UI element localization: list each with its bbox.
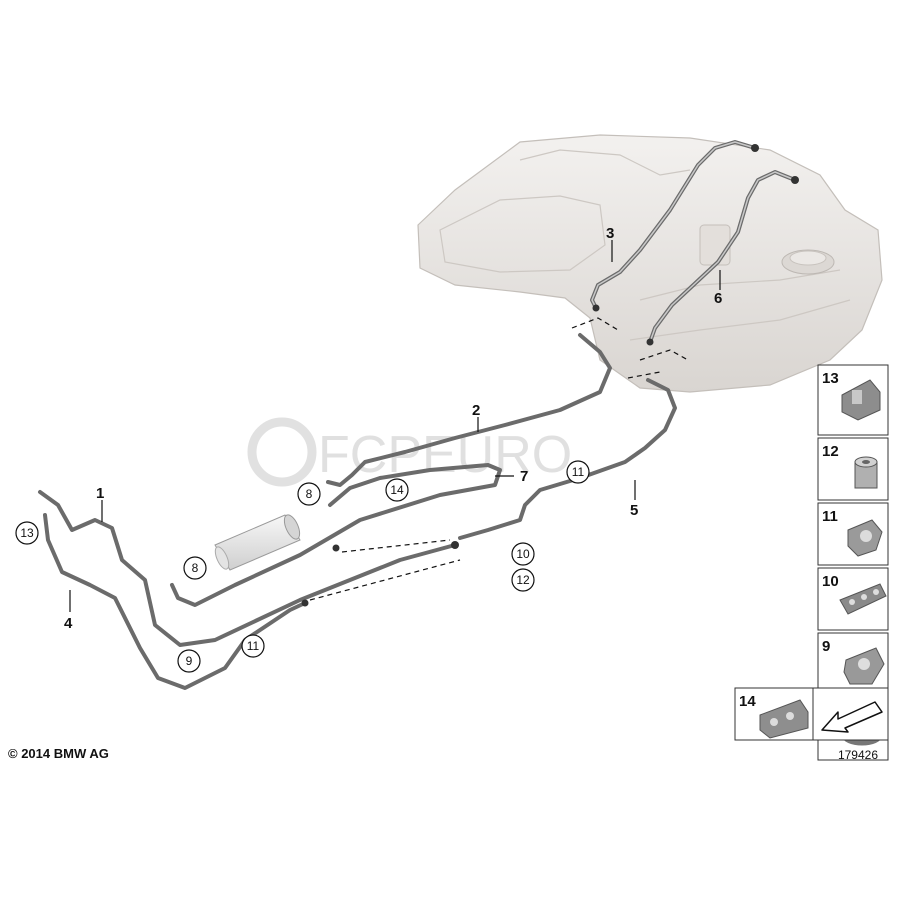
circled-ref-8-lower: 8: [183, 556, 207, 580]
direction-arrow-box: [812, 687, 889, 741]
connection-dashes: [309, 317, 689, 601]
part-cell-14: 14: [734, 687, 814, 741]
watermark: FCPEURO: [247, 417, 572, 487]
callout-6: 6: [714, 290, 722, 307]
nut-icon: [854, 456, 878, 489]
svg-text:14: 14: [739, 693, 756, 710]
arrow-icon: [821, 701, 883, 733]
callout-5: 5: [630, 502, 638, 519]
svg-text:11: 11: [822, 508, 838, 525]
triple-clip-icon: [759, 699, 809, 739]
diagram-id: 179426: [838, 748, 878, 762]
copyright-text: © 2014 BMW AG: [8, 746, 109, 761]
svg-text:9: 9: [822, 638, 830, 655]
fuel-filter: [214, 514, 301, 571]
callout-4: 4: [64, 615, 73, 632]
callout-7: 7: [520, 468, 528, 485]
callout-1: 1: [96, 485, 104, 502]
part-cell-9: 9: [817, 632, 889, 696]
svg-text:12: 12: [516, 573, 530, 587]
svg-text:10: 10: [822, 573, 839, 590]
circled-ref-9: 9: [177, 649, 201, 673]
svg-text:13: 13: [822, 370, 839, 387]
circled-ref-11-upper: 11: [566, 460, 590, 484]
fuel-line-2: [326, 333, 612, 487]
svg-text:9: 9: [186, 654, 193, 668]
callout-3: 3: [606, 225, 614, 242]
fuel-tank: [417, 134, 883, 393]
circled-ref-13: 13: [15, 521, 39, 545]
fuel-line-7: [170, 463, 502, 607]
part-cell-10: 10: [817, 567, 889, 631]
fuel-line-5: [458, 378, 677, 540]
svg-text:11: 11: [572, 465, 585, 479]
callout-2: 2: [472, 402, 480, 419]
watermark-text: FCPEURO: [318, 426, 572, 484]
circled-ref-8-upper: 8: [297, 482, 321, 506]
part-cell-12: 12: [817, 437, 889, 501]
part-cell-11: 11: [817, 502, 889, 566]
circled-ref-14: 14: [385, 478, 409, 502]
leader-lines: [69, 240, 721, 612]
svg-text:11: 11: [247, 639, 260, 653]
svg-text:8: 8: [306, 487, 313, 501]
circled-refs: 13 14 8 8 11 10 12 9: [15, 460, 590, 673]
fuel-line-1: [38, 490, 457, 647]
circled-ref-10: 10: [511, 542, 535, 566]
svg-text:12: 12: [822, 443, 839, 460]
fuel-lines: [38, 140, 799, 690]
svg-text:10: 10: [516, 547, 530, 561]
circled-ref-11-lower: 11: [241, 634, 265, 658]
svg-text:8: 8: [192, 561, 199, 575]
svg-text:14: 14: [390, 483, 404, 497]
part-cell-13: 13: [817, 364, 889, 436]
svg-text:13: 13: [20, 526, 34, 540]
callout-labels: 1 2 3 4 5 6 7: [64, 225, 722, 632]
circled-ref-12: 12: [511, 568, 535, 592]
